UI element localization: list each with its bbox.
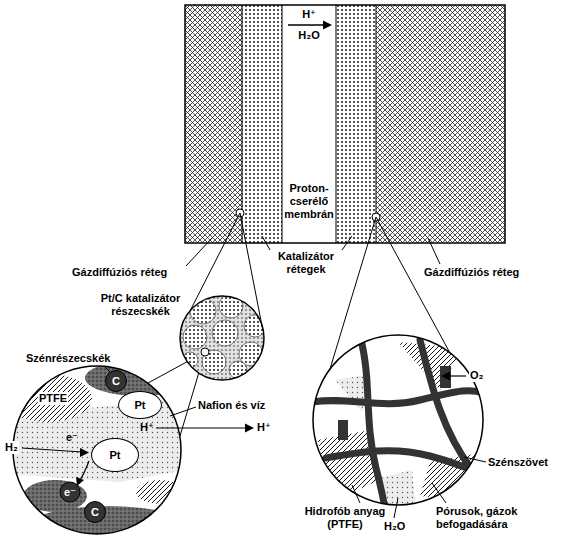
node-text: C bbox=[112, 375, 120, 388]
label: Gázdiffúziós réteg bbox=[72, 266, 167, 279]
label: O₂ bbox=[469, 369, 484, 382]
label: e⁻ bbox=[64, 486, 76, 499]
label: Nafion és víz bbox=[198, 399, 265, 412]
carbon-particle: C bbox=[84, 501, 106, 523]
label: Szénszövet bbox=[488, 456, 548, 469]
label: H⁺ bbox=[140, 421, 154, 434]
node-text: Proton-cserélő membrán bbox=[282, 182, 336, 221]
label: H⁺ bbox=[257, 421, 271, 434]
node-text: Pt bbox=[135, 399, 146, 412]
membrane-band: H⁺ H₂O Proton-cserélő membrán bbox=[282, 5, 336, 243]
label: Pórusok, gázok befogadására bbox=[436, 505, 548, 531]
label: H₂O bbox=[384, 520, 405, 533]
platinum-particle: Pt bbox=[118, 391, 162, 419]
node-text: Pt bbox=[110, 449, 121, 462]
carbon-particle: C bbox=[105, 370, 127, 392]
node-text: H₂O bbox=[282, 29, 336, 42]
label: Szénrészecskék bbox=[26, 352, 110, 365]
label: Gázdiffúziós réteg bbox=[424, 266, 519, 279]
anode-zoom bbox=[4, 360, 254, 539]
catalyst-zoom bbox=[180, 294, 266, 380]
label: e⁻ bbox=[66, 431, 78, 444]
node-text: H⁺ bbox=[282, 8, 336, 21]
platinum-particle: Pt bbox=[91, 438, 139, 472]
label: Pt/C katalizátor részecskék bbox=[83, 292, 198, 318]
cathode-zoom bbox=[312, 335, 488, 518]
label: PTFE bbox=[38, 392, 68, 405]
label: H₂ bbox=[4, 441, 19, 454]
label: Katalizátor rétegek bbox=[266, 250, 346, 276]
node-text: C bbox=[91, 506, 99, 519]
cell-cross-section bbox=[185, 5, 505, 243]
label: Hidrofób anyag (PTFE) bbox=[300, 505, 390, 531]
